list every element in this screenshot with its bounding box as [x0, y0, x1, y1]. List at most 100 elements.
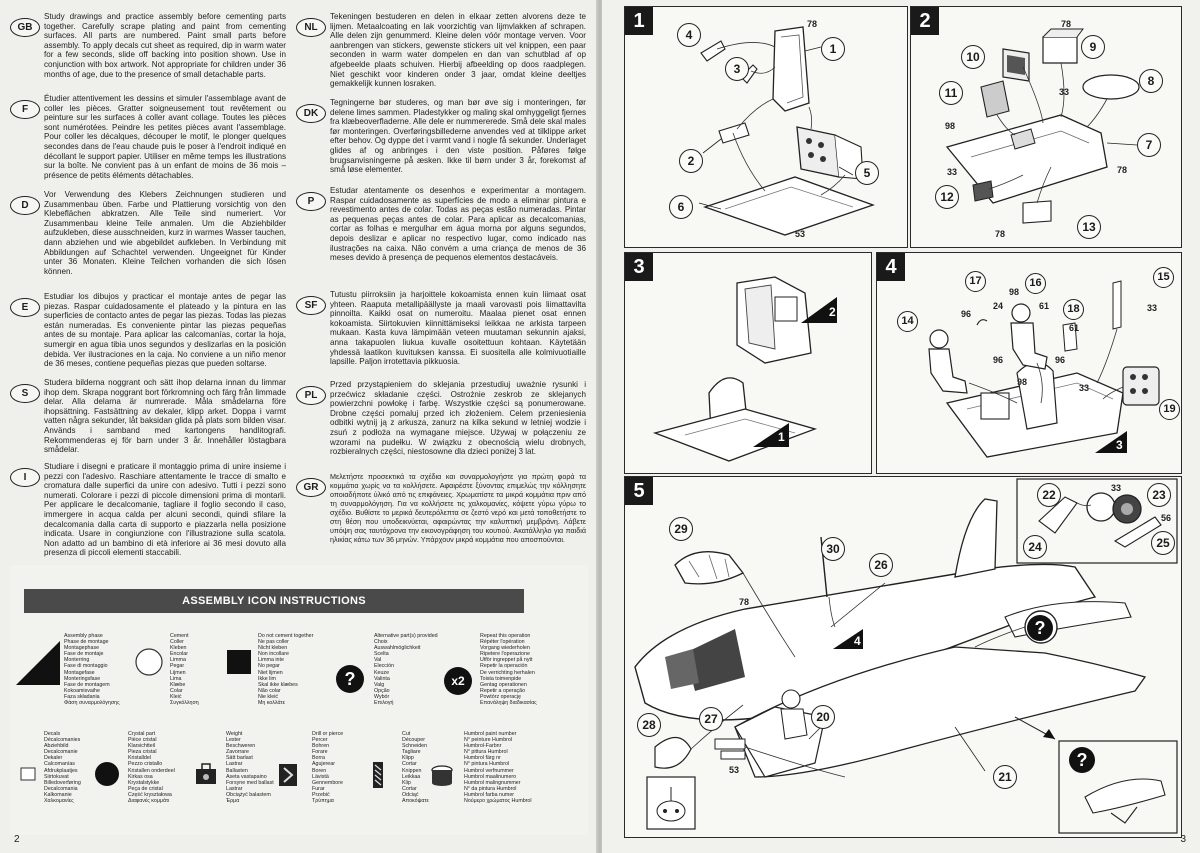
icon-legend-line: Lastrar — [226, 785, 243, 792]
icon-legend-line: Aseta vastapaino — [226, 773, 267, 780]
icon-legend-line: Montagephase — [64, 645, 100, 652]
icon-legend-line: Découper — [402, 737, 425, 744]
step-number: 3 — [625, 253, 653, 281]
ref-number: 53 — [795, 229, 806, 239]
paint-tin-icon — [430, 765, 454, 792]
do-not-cement-icon — [226, 649, 252, 680]
assembly-phase-icon — [16, 641, 60, 690]
assembly-icon-panel: ASSEMBLY ICON INSTRUCTIONS Assembly phas… — [10, 565, 588, 835]
crystal-part-icon — [94, 761, 120, 792]
icon-legend-line: Elección — [374, 663, 395, 670]
lang-block-s: S Studera bilderna noggrant och sätt iho… — [10, 378, 286, 455]
lang-badge: PL — [296, 386, 326, 405]
icon-legend-line: N° pittura Humbrol — [464, 749, 508, 756]
callout-part-25: 25 — [1151, 531, 1175, 555]
page-number-left: 2 — [14, 834, 20, 845]
right-page: 1 1 — [602, 0, 1200, 853]
lang-text: Studiare i disegni e praticare il montag… — [44, 462, 286, 558]
lang-text: Étudier attentivement les dessins et sim… — [44, 94, 286, 180]
lang-block-dk: DK Tegningerne bør studeres, og man bør … — [296, 98, 586, 175]
callout-part-21: 21 — [993, 765, 1017, 789]
ref-number: 78 — [995, 229, 1006, 239]
lang-block-sf: SF Tutustu piirroksiin ja harjoittele ko… — [296, 290, 586, 367]
step-5-panel: 5 — [624, 476, 1182, 838]
icon-legend-line: Sätt barlast — [226, 755, 253, 762]
icon-legend-line: Nicht kleben — [258, 645, 288, 652]
ref-number: 33 — [1111, 483, 1122, 493]
icon-legend-line: Cement — [170, 633, 189, 639]
icon-legend-line: Limma inte — [258, 657, 284, 664]
icon-legend-line: Faza składania — [64, 693, 100, 700]
icon-legend-line: Assembly phase — [64, 633, 103, 639]
icon-legend-line: Borra — [312, 755, 325, 762]
lang-badge: P — [296, 192, 326, 211]
lang-text: Tekeningen bestuderen en delen in elkaar… — [330, 12, 586, 89]
step-number: 4 — [877, 253, 905, 281]
icon-legend-line: Obciążyć balastem — [226, 791, 271, 798]
icon-legend-line: Repeat this operation — [480, 633, 531, 639]
icon-legend-line: Tagliare — [402, 749, 421, 756]
drill-icon — [278, 763, 298, 792]
callout-part-26: 26 — [869, 553, 893, 577]
icon-legend-line: Drill or pierce — [312, 731, 344, 737]
icon-legend-line: Non incollare — [258, 651, 289, 658]
callout-part-19: 19 — [1159, 399, 1180, 420]
icon-legend-line: Toista toimenpide — [480, 675, 522, 682]
icon-legend-line: Auswahlmöglichkeit — [374, 645, 421, 652]
icon-legend-line: Μη κολλάτε — [258, 700, 285, 707]
step-number: 1 — [625, 7, 653, 35]
icon-legend-line: Odciąć — [402, 791, 419, 798]
lang-text: Study drawings and practice assembly bef… — [44, 12, 286, 79]
icon-legend-line: Opção — [374, 687, 390, 694]
callout-part-15: 15 — [1153, 267, 1174, 288]
icon-legend-line: Klipp — [402, 755, 414, 762]
icon-legend-line: Pezzo cristallo — [128, 761, 163, 768]
callout-part-1: 1 — [821, 37, 845, 61]
lang-block-i: I Studiare i disegni e praticare il mont… — [10, 462, 286, 558]
step-2-panel: 2 7 8 9 10 11 12 13 78 33 — [910, 6, 1182, 248]
lang-badge: F — [10, 100, 40, 119]
icon-legend-line: Fase de montaje — [64, 651, 104, 658]
callout-part-7: 7 — [1137, 133, 1161, 157]
icon-legend-line: Ikke lim — [258, 675, 276, 682]
icon-legend-line: Gennembore — [312, 779, 343, 786]
icon-legend-line: Limma — [170, 657, 186, 664]
icon-legend-line: Humbrol verfnummer — [464, 767, 514, 774]
icon-legend-line: Fase di montaggio — [64, 663, 108, 670]
step-number: 2 — [911, 7, 939, 35]
lang-badge: DK — [296, 104, 326, 123]
lang-block-d: D Vor Verwendung des Klebers Zeichnungen… — [10, 190, 286, 276]
icon-legend-line: Pegar — [170, 663, 185, 670]
lang-text: Vor Verwendung des Klebers Zeichnungen s… — [44, 190, 286, 276]
icon-legend-line: Alternative part(s) provided — [374, 633, 438, 639]
lang-badge: GB — [10, 18, 40, 37]
icon-legend-line: Niet lijmen — [258, 669, 283, 676]
callout-part-10: 10 — [961, 45, 985, 69]
ref-number: 33 — [1147, 303, 1158, 313]
icon-legend-line: Choix — [374, 639, 388, 646]
icon-legend-line: Επανάληψη διαδικασίας — [480, 700, 537, 707]
icon-legend-line: Do not cement together — [258, 633, 314, 639]
icon-legend-line: Schneiden — [402, 743, 428, 750]
icon-legend-line: Agujerear — [312, 761, 335, 768]
lang-block-f: F Étudier attentivement les dessins et s… — [10, 94, 286, 180]
icon-legend-line: Décalcomanies — [44, 737, 81, 744]
icon-legend-line: Percer — [312, 737, 328, 744]
ref-number: 78 — [1117, 165, 1128, 175]
icon-legend-line: Bohren — [312, 743, 330, 750]
step-1-drawing — [698, 26, 875, 236]
ref-number: 56 — [1161, 513, 1172, 523]
icon-legend-line: Coller — [170, 639, 184, 646]
step-2-drawing — [945, 28, 1140, 224]
ref-number: 96 — [961, 309, 972, 319]
lang-block-gr: GR Μελετήστε προσεκτικά τα σχέδια και συ… — [296, 472, 586, 544]
icon-legend-line: Vorgang wiederholen — [480, 645, 530, 652]
icon-legend-line: Scelta — [374, 651, 389, 658]
ref-number: 78 — [739, 597, 750, 607]
arrow-label: 4 — [854, 634, 861, 648]
icon-legend-line: Cortar — [402, 785, 417, 792]
